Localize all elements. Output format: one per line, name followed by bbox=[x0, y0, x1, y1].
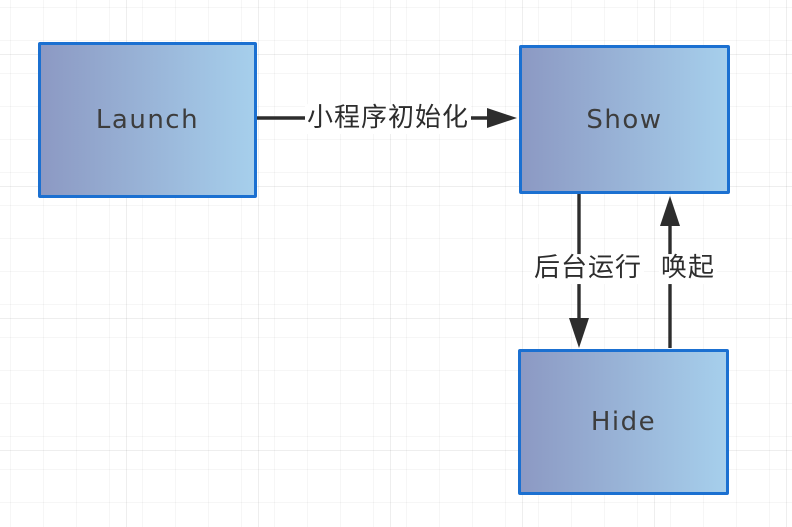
edge-label-launch-to-show[interactable]: 小程序初始化 bbox=[304, 103, 472, 134]
node-launch-label: Launch bbox=[95, 105, 200, 135]
arrowhead-icon-show-to-hide bbox=[569, 318, 589, 348]
node-show-label: Show bbox=[586, 104, 663, 135]
node-hide-label: Hide bbox=[590, 407, 657, 437]
arrowhead-icon-hide-to-show bbox=[660, 196, 680, 226]
node-hide[interactable]: Hide bbox=[518, 349, 729, 495]
edge-label-show-to-hide[interactable]: 后台运行 bbox=[531, 253, 645, 284]
arrowhead-icon-launch-to-show bbox=[487, 108, 517, 128]
node-show[interactable]: Show bbox=[519, 45, 730, 194]
edge-label-hide-to-show[interactable]: 唤起 bbox=[658, 253, 718, 284]
node-launch[interactable]: Launch bbox=[38, 42, 257, 198]
